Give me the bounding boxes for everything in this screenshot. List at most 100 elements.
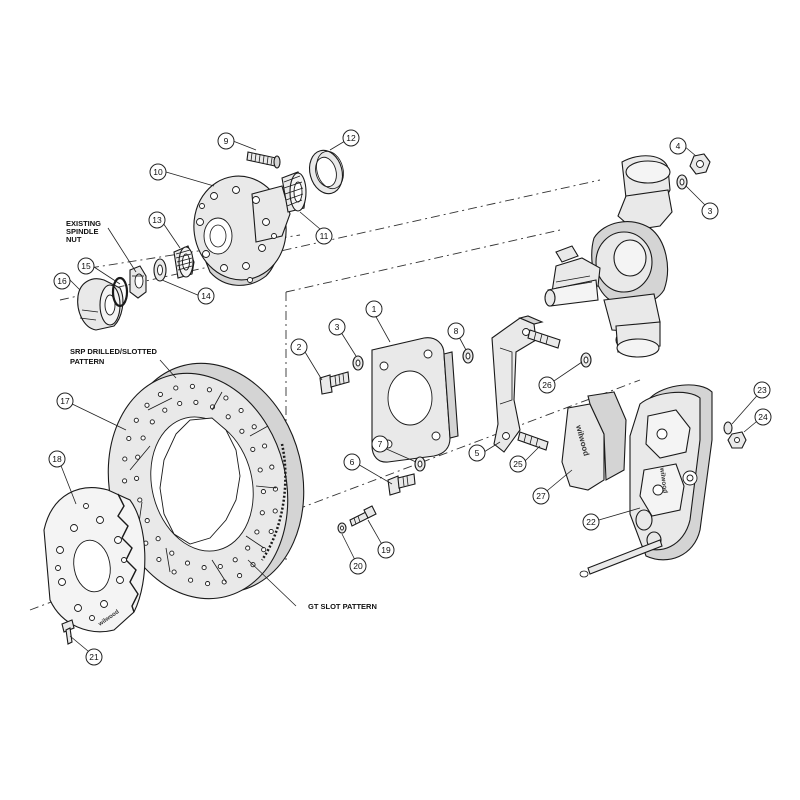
rotor-drill-hole: [205, 581, 211, 587]
callout-20: 20: [349, 557, 367, 575]
part-26-washer: [580, 352, 592, 368]
part-23-caliper-fitting: [723, 421, 733, 435]
rotor-drill-hole: [122, 456, 128, 462]
part-24-bleeder-screw: [727, 431, 747, 449]
callout-2: 2: [290, 338, 308, 356]
callout-24: 24: [754, 408, 772, 426]
rotor-drill-hole: [155, 536, 161, 542]
rotor-drill-hole: [206, 387, 212, 393]
rotor-drill-hole: [137, 497, 143, 503]
rotor-drill-hole: [257, 467, 263, 473]
svg-text:26: 26: [542, 380, 552, 390]
part-6-bolt: [387, 473, 416, 496]
rotor-drill-hole: [171, 569, 177, 575]
callout-3-upper: 3: [701, 202, 719, 220]
part-22-caliper: wilwood: [629, 384, 713, 561]
rotor-drill-hole: [133, 417, 139, 423]
rotor-drill-hole: [169, 550, 175, 556]
part-8-washer: [462, 348, 474, 364]
callout-13: 13: [148, 211, 166, 229]
callout-22: 22: [582, 513, 600, 531]
rotor-drill-hole: [232, 557, 238, 563]
part-5-caliper-bracket: [491, 315, 544, 453]
svg-text:24: 24: [758, 412, 768, 422]
part-3-washer-middle: [352, 355, 364, 371]
rotor-drill-hole: [260, 489, 266, 495]
callout-4: 4: [669, 137, 687, 155]
callout-1: 1: [365, 300, 383, 318]
callout-3-middle: 3: [328, 318, 346, 336]
rotor-drill-hole: [225, 414, 231, 420]
svg-text:9: 9: [224, 136, 229, 146]
callout-18: 18: [48, 450, 66, 468]
callout-17: 17: [56, 392, 74, 410]
part-12-bearing-race: [308, 149, 344, 195]
svg-text:14: 14: [201, 291, 211, 301]
part-25-bracket-studs: [517, 329, 561, 451]
callout-9: 9: [217, 132, 235, 150]
rotor-drill-hole: [223, 395, 229, 401]
rotor-drill-hole: [189, 383, 195, 389]
rotor-drill-hole: [268, 528, 274, 535]
part-21-hat-bolt: [61, 619, 75, 645]
rotor-drill-hole: [144, 518, 150, 524]
part-2-bolt: [319, 371, 350, 395]
rotor-drill-hole: [184, 560, 191, 566]
callout-8: 8: [447, 322, 465, 340]
svg-text:12: 12: [346, 133, 356, 143]
callout-6: 6: [343, 453, 361, 471]
note-line-2: SPINDLE: [66, 227, 99, 236]
rotor-drill-hole: [126, 435, 132, 442]
spindle-knuckle-assembly: [544, 155, 673, 358]
part-18-rotor-hat: wilwood: [43, 487, 146, 633]
svg-text:17: 17: [60, 396, 70, 406]
rotor-drill-hole: [140, 435, 146, 441]
rotor-drill-hole: [239, 428, 245, 434]
rotor-drill-hole: [217, 563, 223, 570]
note-srp-pattern: SRP DRILLED/SLOTTED PATTERN: [70, 347, 158, 366]
svg-text:4: 4: [676, 141, 681, 151]
rotor-drill-hole: [237, 573, 243, 579]
rotor-drill-hole: [157, 391, 163, 397]
svg-text:23: 23: [757, 385, 767, 395]
rotor-drill-hole: [177, 400, 183, 407]
callout-23: 23: [753, 381, 771, 399]
rotor-drill-hole: [251, 424, 257, 430]
svg-text:3: 3: [708, 206, 713, 216]
part-7-washer: [414, 456, 426, 472]
note-srp-line-2: PATTERN: [70, 357, 104, 366]
callout-15: 15: [77, 257, 95, 275]
svg-text:20: 20: [353, 561, 363, 571]
svg-text:5: 5: [475, 448, 480, 458]
rotor-drill-hole: [162, 407, 168, 413]
part-19-rotor-bolt: [349, 505, 377, 527]
callout-12: 12: [342, 129, 360, 147]
note-existing-spindle-nut: EXISTING SPINDLE NUT: [66, 219, 101, 244]
callout-27: 27: [532, 487, 550, 505]
svg-text:25: 25: [513, 459, 523, 469]
rotor-drill-hole: [144, 402, 150, 408]
callout-11: 11: [315, 227, 333, 245]
svg-text:3: 3: [335, 322, 340, 332]
part-14-washer: [153, 258, 167, 282]
rotor-drill-hole: [193, 399, 199, 405]
rotor-drill-hole: [272, 508, 278, 514]
rotor-drill-hole: [250, 446, 256, 452]
rotor-drill-hole: [135, 454, 141, 460]
callout-16: 16: [53, 272, 71, 290]
svg-text:27: 27: [536, 491, 546, 501]
part-10-hub: [193, 175, 291, 286]
note-line-1: EXISTING: [66, 219, 101, 228]
svg-text:15: 15: [81, 261, 91, 271]
rotor-drill-hole: [156, 556, 162, 563]
note-line-3: NUT: [66, 235, 82, 244]
part-15-o-ring: [111, 276, 129, 308]
callout-21: 21: [85, 648, 103, 666]
part-13-inner-bearing: [173, 245, 195, 279]
svg-text:21: 21: [89, 652, 99, 662]
rotor-drill-hole: [259, 510, 265, 516]
rotor-drill-hole: [245, 545, 251, 551]
svg-text:10: 10: [153, 167, 163, 177]
svg-text:6: 6: [350, 457, 355, 467]
part-4-nut: [689, 153, 711, 175]
